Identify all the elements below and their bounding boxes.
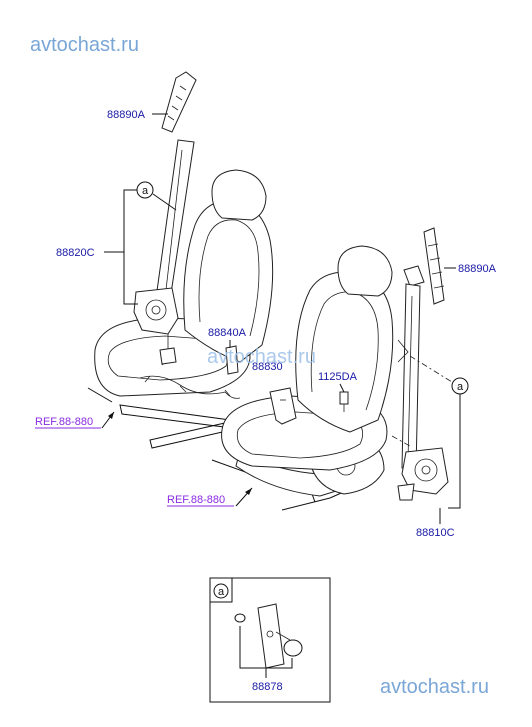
callout-a-left: a: [142, 185, 149, 197]
label-88830-partial: 88830: [252, 361, 283, 373]
detail-box-a: a 88878: [209, 577, 331, 703]
callout-a-right: a: [457, 381, 464, 393]
label-88820C: 88820C: [56, 247, 95, 259]
watermark-top-left: avtochast.ru: [30, 34, 139, 56]
right-seat: [211, 245, 394, 511]
label-88840A: 88840A: [208, 327, 247, 339]
callout-a-detail: a: [218, 586, 225, 598]
watermark-center: avtochast.ru: [207, 346, 316, 368]
ref-88-880-left[interactable]: REF.88-880: [35, 416, 93, 428]
label-88810C: 88810C: [416, 527, 455, 539]
label-88890A-right: 88890A: [458, 263, 497, 275]
watermark-bottom-right: avtochast.ru: [380, 676, 489, 698]
ref-88-880-center[interactable]: REF.88-880: [167, 494, 225, 506]
label-88878: 88878: [252, 681, 283, 693]
label-88890A-left: 88890A: [107, 109, 146, 121]
label-1125DA: 1125DA: [318, 371, 358, 383]
left-seat-belt: [133, 71, 197, 366]
right-seat-belt: [391, 227, 453, 501]
